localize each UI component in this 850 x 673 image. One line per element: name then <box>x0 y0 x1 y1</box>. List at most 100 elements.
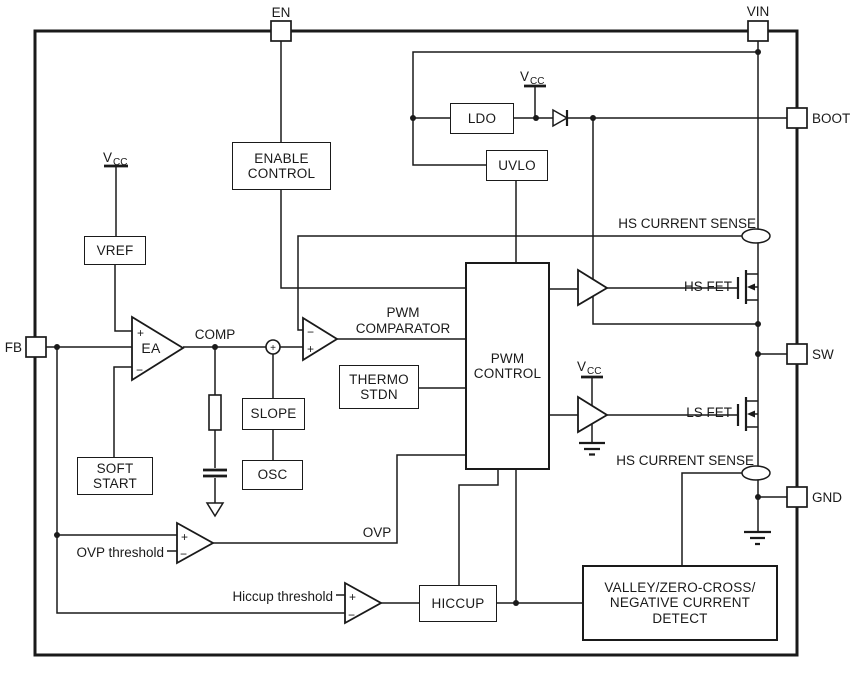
detail-group <box>104 84 771 546</box>
hiccup-minus-icon: − <box>348 608 355 622</box>
vin-pin <box>747 20 769 42</box>
ls-sense-to-valley-wire <box>681 472 743 565</box>
gnd-pin-label: GND <box>812 490 842 505</box>
pwm-control-to-hiccup-wire <box>458 470 499 585</box>
capacitor-symbol <box>203 468 227 478</box>
boot-to-hs-driver-wire <box>592 118 758 325</box>
hs-current-sense-top-label: HS CURRENT SENSE <box>618 216 756 231</box>
thermo-stdn-label-line1: THERMO <box>349 371 409 387</box>
hs-current-sense-bottom-label: HS CURRENT SENSE <box>616 453 754 468</box>
osc-label: OSC <box>257 467 288 483</box>
boot-pin <box>786 107 808 129</box>
thermo-stdn-block: THERMO STDN <box>339 365 419 409</box>
pwm-control-label-line2: CONTROL <box>473 366 542 381</box>
vref-label: VREF <box>96 242 134 258</box>
slope-block: SLOPE <box>242 398 305 430</box>
vref-block: VREF <box>84 236 146 265</box>
soft-start-block: SOFT START <box>77 457 153 495</box>
soft-start-label-line2: START <box>92 476 137 491</box>
vcc-text: V <box>520 69 529 84</box>
ldo-label: LDO <box>467 110 497 126</box>
pwm-control-block: PWM CONTROL <box>465 262 550 470</box>
en-pin-label: EN <box>272 5 291 20</box>
enable-control-label-line2: CONTROL <box>247 166 316 181</box>
vin-to-ldo-uvlo-wire <box>412 51 758 166</box>
osc-block: OSC <box>242 460 303 490</box>
pin-squares <box>25 20 808 508</box>
valley-detect-label-line3: DETECT <box>652 610 708 626</box>
thermo-stdn-label-line2: STDN <box>360 387 398 402</box>
ovp-comparator-symbol <box>176 521 215 565</box>
hiccup-label: HICCUP <box>431 595 485 611</box>
vcc-sub-text: CC <box>587 366 601 377</box>
diode-symbol <box>552 108 569 128</box>
vcc-text: V <box>103 150 112 165</box>
boot-pin-label: BOOT <box>812 111 850 126</box>
ovp-net-label: OVP <box>363 525 392 540</box>
ls-current-sense-symbol <box>741 465 771 481</box>
ldo-block: LDO <box>450 103 514 134</box>
wire-group <box>33 29 799 657</box>
soft-start-label-line1: SOFT <box>96 460 134 476</box>
comp-net-label: COMP <box>195 327 236 342</box>
en-pin <box>270 20 292 42</box>
vcc-label-vref: V CC <box>103 150 127 168</box>
hiccup-plus-icon: + <box>349 590 356 604</box>
hs-current-sense-symbol <box>741 228 771 244</box>
hiccup-comparator-symbol <box>344 581 383 625</box>
valley-detect-label-line1: VALLEY/ZERO-CROSS/ <box>604 579 756 595</box>
error-amplifier-symbol <box>131 315 185 382</box>
fb-pin-label: FB <box>5 340 22 355</box>
en-to-pwm-control-wire <box>280 41 465 289</box>
fb-branch-wire <box>56 347 345 614</box>
summing-junction-symbol <box>265 339 281 355</box>
pwm-comparator-plus-icon: + <box>307 342 314 356</box>
sw-pin <box>786 343 808 365</box>
pwm-control-label-line1: PWM <box>490 350 525 366</box>
summing-plus-icon: + <box>270 343 276 354</box>
ground-symbol-ls-driver <box>579 441 605 456</box>
fb-pin <box>25 336 47 358</box>
vcc-text: V <box>577 359 586 374</box>
signal-ground-symbol <box>205 502 225 518</box>
ea-label: EA <box>141 340 161 356</box>
valley-detect-block: VALLEY/ZERO-CROSS/ NEGATIVE CURRENT DETE… <box>582 565 778 641</box>
ls-gate-driver-symbol <box>577 395 609 434</box>
symbol-group <box>131 108 771 625</box>
pwm-comparator-label-line2: COMPARATOR <box>356 321 451 336</box>
vcc-sub-text: CC <box>530 76 544 87</box>
pwm-comparator-label-line1: PWM <box>387 305 420 320</box>
softstart-to-ea-minus-wire <box>113 366 132 457</box>
hs-fet-label: HS FET <box>684 279 732 294</box>
ovp-minus-icon: − <box>180 547 187 561</box>
vref-to-ea-plus-wire <box>114 265 132 332</box>
uvlo-block: UVLO <box>486 150 548 181</box>
ovp-output-wire <box>213 454 465 544</box>
vin-pin-label: VIN <box>747 4 770 19</box>
uvlo-label: UVLO <box>498 157 536 173</box>
hs-driver-wires <box>550 287 738 290</box>
vcc-label-ldo: V CC <box>520 69 544 87</box>
hs-sense-to-comparator-wire <box>297 235 742 331</box>
ls-fet-label: LS FET <box>686 405 732 420</box>
ovp-plus-icon: + <box>181 530 188 544</box>
hiccup-threshold-label: Hiccup threshold <box>232 589 333 604</box>
valley-detect-label-line2: NEGATIVE CURRENT <box>609 595 751 611</box>
hiccup-block: HICCUP <box>419 585 497 622</box>
enable-control-block: ENABLE CONTROL <box>232 142 331 190</box>
ls-fet-body-arrow-icon <box>747 410 755 418</box>
vcc-sub-text: CC <box>113 157 127 168</box>
vcc-label-ls-driver: V CC <box>577 359 601 377</box>
junction-dots <box>54 49 761 606</box>
sw-pin-label: SW <box>812 347 834 362</box>
pwm-comparator-symbol <box>302 316 339 362</box>
resistor-symbol <box>208 394 222 431</box>
pwm-comparator-minus-icon: − <box>307 325 314 339</box>
ea-minus-icon: − <box>136 363 143 377</box>
enable-control-label-line1: ENABLE <box>254 150 309 166</box>
ovp-threshold-label: OVP threshold <box>76 545 164 560</box>
ea-plus-icon: + <box>137 326 144 340</box>
hs-fet-body-arrow-icon <box>747 283 755 291</box>
